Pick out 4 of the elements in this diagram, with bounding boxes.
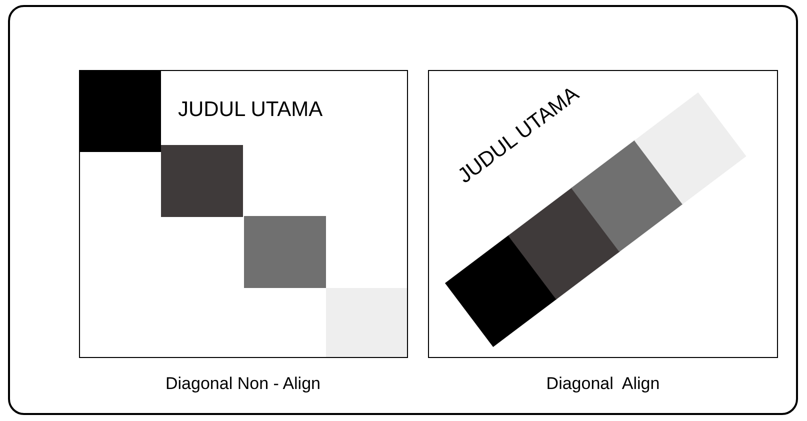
heading-text: JUDUL UTAMA [178, 99, 323, 120]
illustration-panel [428, 70, 778, 358]
caption-text: Diagonal Non - Align [166, 375, 320, 392]
caption-text: Diagonal Align [546, 375, 660, 392]
